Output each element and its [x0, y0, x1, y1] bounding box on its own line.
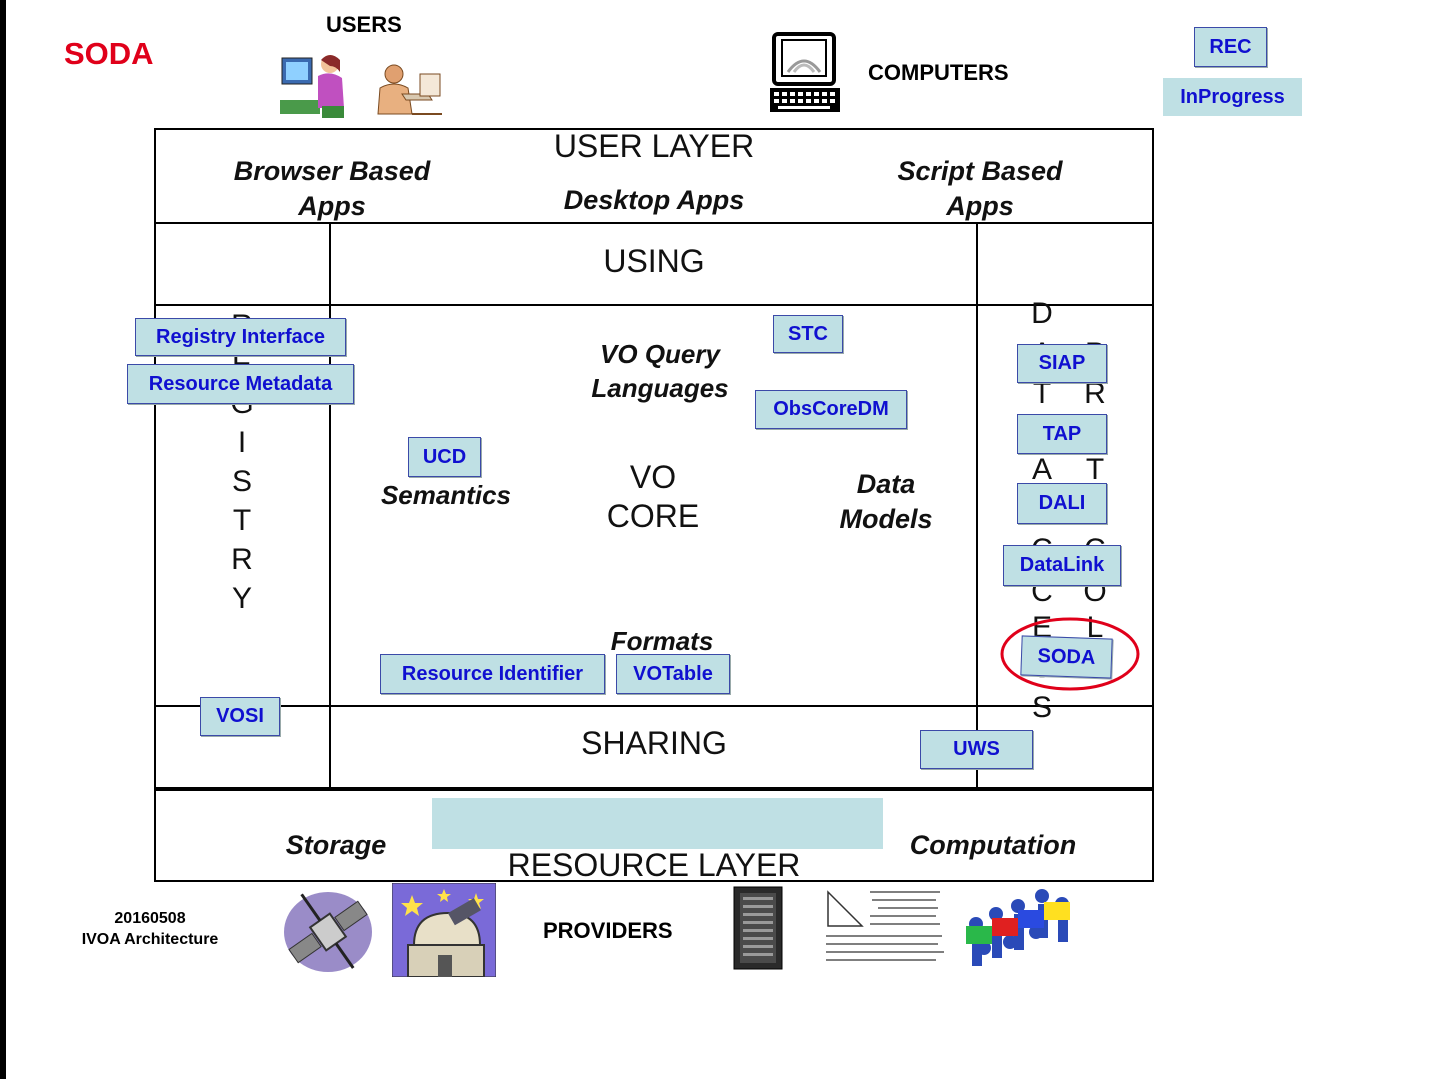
browser-based-apps: Browser Based Apps: [233, 156, 431, 221]
standard-datalink: DataLink: [1003, 545, 1121, 586]
teamwork-puzzle-icon: [966, 889, 1070, 966]
registry-letter: S: [231, 465, 252, 498]
standard-vosi: VOSI: [200, 697, 280, 736]
data-access-letter: S: [1031, 691, 1052, 724]
data-access-letter: D: [1031, 297, 1053, 330]
using-divider: [154, 304, 1154, 306]
left-edge: [0, 0, 6, 1079]
data-access-divider: [976, 222, 978, 788]
data-models-label: Data Models: [839, 469, 933, 534]
standard-dali: DALI: [1017, 483, 1107, 524]
standard-ucd: UCD: [408, 437, 481, 477]
legend-in-progress: InProgress: [1163, 78, 1302, 116]
providers-label: PROVIDERS: [543, 918, 673, 943]
resource-layer-highlight: [432, 798, 883, 849]
sharing-label: SHARING: [581, 725, 727, 761]
standard-obscoredm: ObsCoreDM: [755, 390, 907, 429]
math-formulas-icon: [822, 886, 946, 968]
registry-divider: [329, 222, 331, 788]
desktop-apps: Desktop Apps: [563, 185, 745, 215]
sharing-divider: [154, 705, 1154, 707]
user-at-desk-icon: [377, 64, 442, 115]
standard-siap: SIAP: [1017, 344, 1107, 383]
soda-highlight-circle: [1000, 617, 1140, 691]
data-access-letter: A: [1031, 453, 1052, 486]
standard-stc: STC: [773, 315, 843, 353]
computer-terminal-icon: [770, 32, 840, 112]
resource-layer-title: RESOURCE LAYER: [507, 847, 801, 883]
standard-resource-identifier: Resource Identifier: [380, 654, 605, 694]
resource-layer-box: [154, 789, 1154, 882]
standard-resource-metadata: Resource Metadata: [127, 364, 354, 404]
protocols-letter: T: [1085, 453, 1105, 486]
storage-label: Storage: [285, 830, 387, 860]
vo-core: VO CORE: [606, 459, 700, 534]
footer-caption: IVOA Architecture: [81, 931, 219, 948]
page-title: SODA: [64, 36, 154, 71]
registry-letter: T: [232, 504, 252, 537]
footer-date: 20160508: [114, 910, 186, 927]
registry-letter: R: [231, 543, 253, 576]
satellite-icon: [284, 892, 372, 972]
registry-letter: I: [237, 426, 247, 459]
observatory-icon: [392, 883, 496, 977]
using-label: USING: [603, 243, 705, 279]
registry-letter: Y: [231, 582, 252, 615]
vo-query-languages: VO Query Languages: [591, 339, 729, 403]
server-rack-icon: [733, 886, 783, 970]
standard-tap: TAP: [1017, 414, 1107, 454]
semantics-label: Semantics: [380, 480, 512, 510]
script-based-apps: Script Based Apps: [897, 156, 1063, 221]
computers-label: COMPUTERS: [868, 60, 1009, 85]
formats-label: Formats: [610, 626, 714, 656]
computation-label: Computation: [909, 830, 1077, 860]
standard-registry-interface: Registry Interface: [135, 318, 346, 356]
users-label: USERS: [326, 12, 402, 37]
architecture-frame: [154, 222, 1154, 789]
user-at-computer-icon: [280, 55, 344, 118]
protocols-letter: R: [1084, 377, 1106, 410]
legend-rec: REC: [1194, 27, 1267, 67]
standard-votable: VOTable: [616, 654, 730, 694]
standard-uws: UWS: [920, 730, 1033, 769]
user-layer-title: USER LAYER: [553, 128, 755, 164]
data-access-letter: T: [1032, 377, 1052, 410]
